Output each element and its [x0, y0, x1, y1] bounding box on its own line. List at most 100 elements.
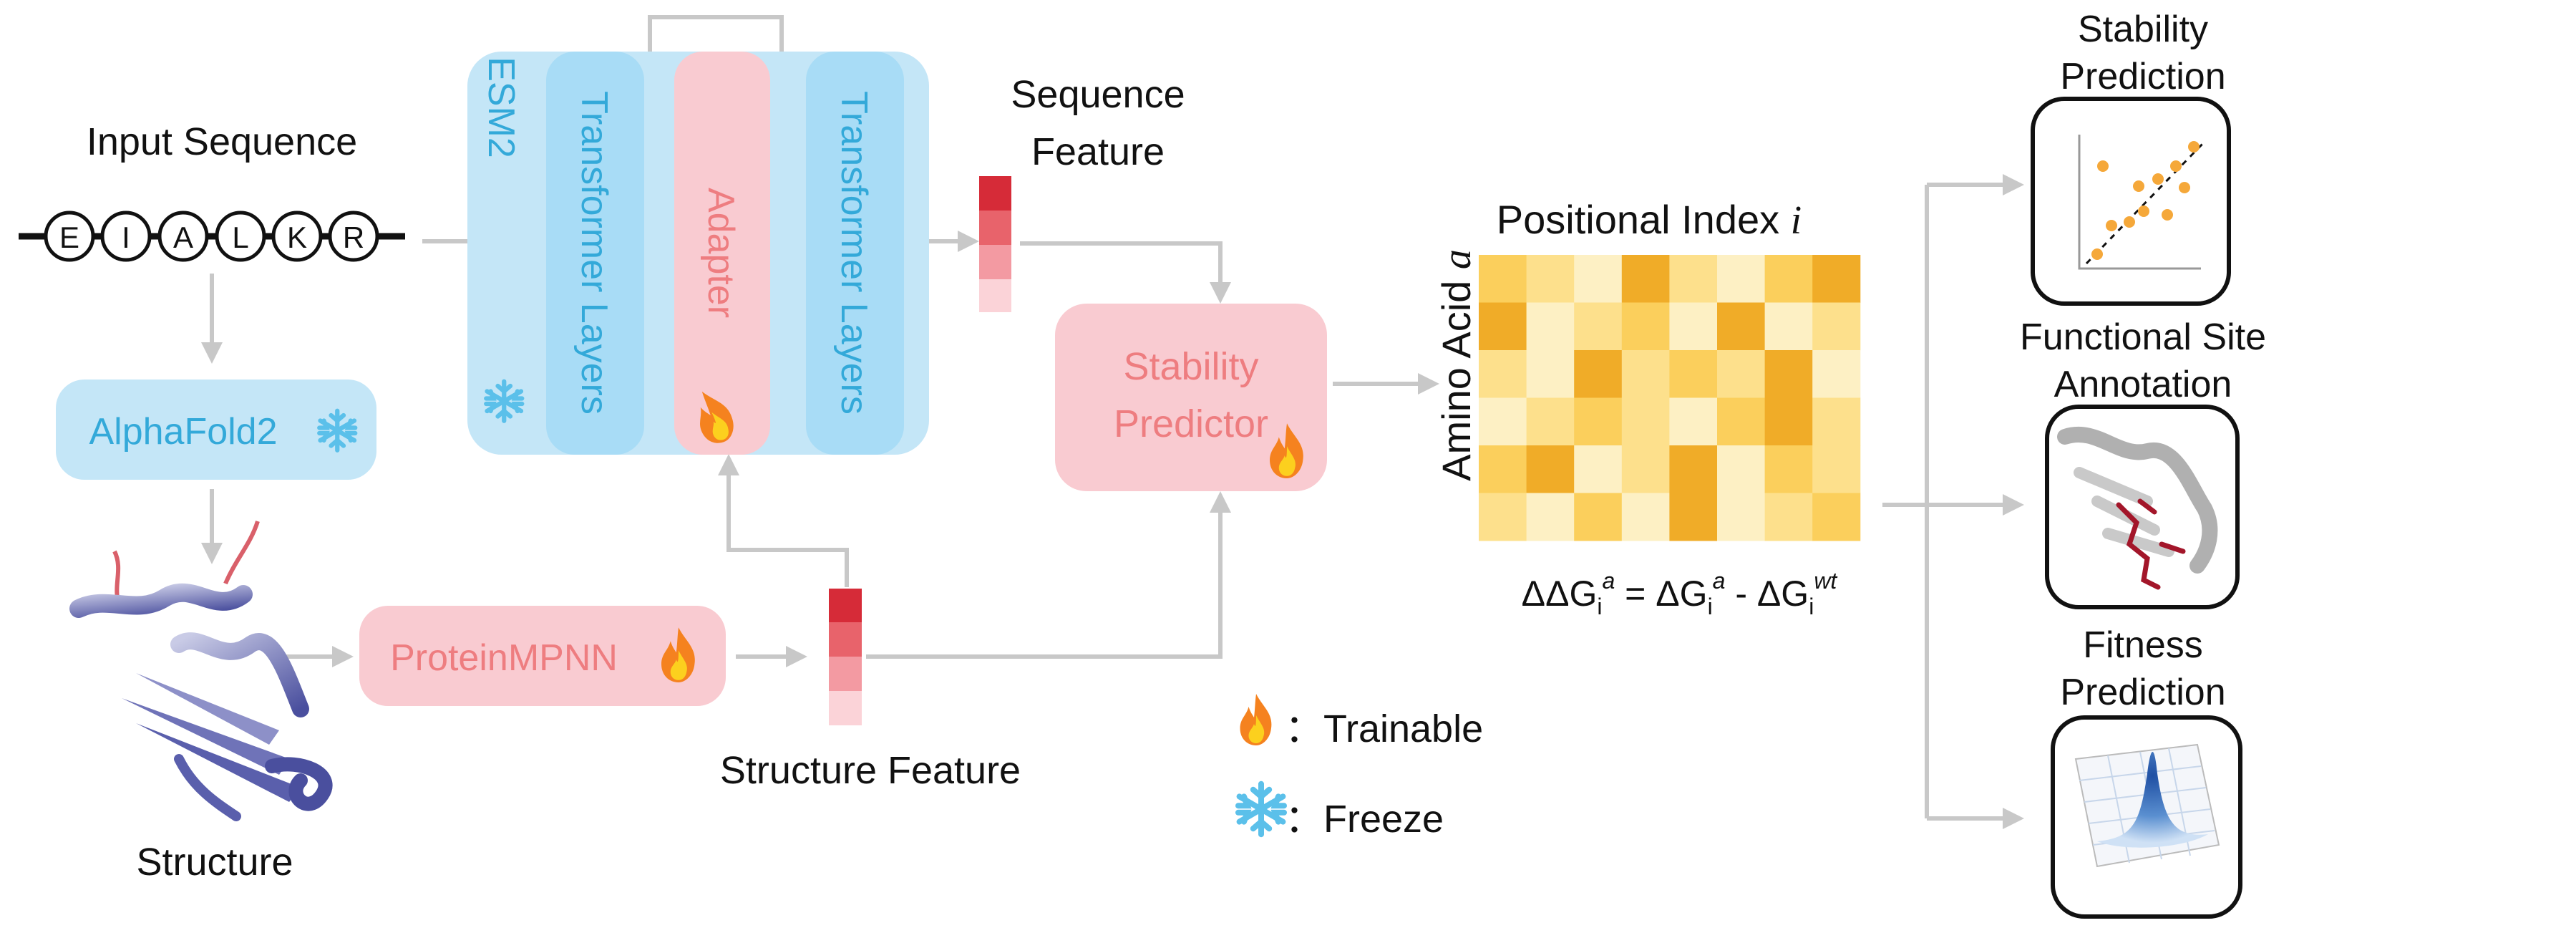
arrow-seqfeat-to-predictor: [1020, 241, 1231, 304]
heatmap-cell: [1574, 397, 1623, 446]
svg-text:A: A: [173, 221, 193, 254]
heatmap-cell: [1621, 255, 1670, 303]
sequence-feature-label-line1: Sequence: [1011, 73, 1185, 116]
heatmap-cell: [1669, 350, 1718, 398]
heatmap-cell: [1717, 445, 1766, 493]
heatmap-cell: [1812, 397, 1861, 446]
legend-flame-icon: [1240, 694, 1272, 745]
stability-predictor-block: Stability Predictor: [1055, 304, 1327, 491]
heatmap-cell: [1764, 493, 1813, 541]
heatmap-cell: [1621, 445, 1670, 493]
heatmap-cell: [1717, 302, 1766, 351]
residue-r: R: [328, 211, 379, 262]
heatmap-cell: [1526, 302, 1575, 351]
svg-text:L: L: [232, 221, 248, 254]
functional-site-panel: [2045, 405, 2240, 609]
adapter-block: [674, 52, 770, 455]
heatmap-cell: [1764, 302, 1813, 351]
residue-i: I: [100, 211, 152, 262]
arrow-structfeat-to-adapter: [718, 454, 849, 587]
protein-structure-image: [69, 521, 333, 821]
heatmap-cell: [1764, 397, 1813, 446]
structure-feature-label: Structure Feature: [720, 749, 1021, 792]
heatmap-cell: [1574, 302, 1623, 351]
input-sequence-title: Input Sequence: [87, 120, 357, 163]
heatmap-cell: [1526, 350, 1575, 398]
heatmap-ylabel: Amino Acid a: [1434, 249, 1479, 481]
alphafold2-label: AlphaFold2: [89, 411, 277, 453]
structure-label: Structure: [136, 841, 293, 884]
svg-text:I: I: [122, 221, 130, 254]
stability-prediction-title-line1: Stability: [2078, 9, 2208, 50]
heatmap-cells: [1479, 255, 1861, 541]
heatmap-cell: [1669, 445, 1718, 493]
proteinmpnn-label: ProteinMPNN: [390, 637, 618, 679]
heatmap-cell: [1479, 302, 1527, 351]
heatmap-cell: [1574, 445, 1623, 493]
heatmap-cell: [1574, 255, 1623, 303]
alphafold2-block: AlphaFold2: [56, 380, 376, 480]
heatmap-cell: [1812, 255, 1861, 303]
stability-predictor-line1: Stability: [1123, 345, 1258, 388]
heatmap-cell: [1717, 255, 1766, 303]
heatmap-cell: [1479, 350, 1527, 398]
legend-trainable-label: ：Trainable: [1285, 707, 1483, 750]
arrow-structfeat-to-predictor: [866, 491, 1231, 659]
transformer-layer-right: [806, 52, 904, 455]
fitness-prediction-title-line1: Fitness: [2083, 624, 2203, 666]
functional-site-title-line2: Annotation: [2054, 364, 2232, 405]
sequence-chain: E I A L K R: [19, 211, 405, 262]
transformer-layer-right-label: Transformer Layers: [833, 91, 875, 415]
heatmap-cell: [1574, 493, 1623, 541]
heatmap-title: Positional Index i: [1497, 197, 1802, 243]
esm2-label: ESM2: [480, 57, 522, 158]
positional-heatmap: Positional Index i Amino Acid a ΔΔGia = …: [1434, 197, 1861, 619]
heatmap-cell: [1764, 255, 1813, 303]
adapter-label: Adapter: [700, 188, 742, 318]
heatmap-cell: [1479, 255, 1527, 303]
heatmap-cell: [1526, 255, 1575, 303]
legend-snowflake-icon: [1238, 784, 1284, 834]
heatmap-cell: [1812, 445, 1861, 493]
svg-text:E: E: [59, 221, 79, 254]
stability-predictor-line2: Predictor: [1114, 402, 1268, 445]
residue-a: A: [157, 211, 209, 262]
fitness-prediction-title-line2: Prediction: [2060, 672, 2225, 713]
sequence-feature-bar: [979, 176, 1011, 312]
functional-site-title-line1: Functional Site: [2020, 316, 2266, 358]
heatmap-cell: [1621, 302, 1670, 351]
heatmap-cell: [1669, 302, 1718, 351]
heatmap-cell: [1479, 445, 1527, 493]
heatmap-cell: [1812, 302, 1861, 351]
stability-prediction-title-line2: Prediction: [2060, 56, 2225, 97]
heatmap-cell: [1669, 397, 1718, 446]
transformer-layer-left-label: Transformer Layers: [573, 91, 615, 415]
stability-prediction-panel: [2031, 97, 2231, 306]
legend-freeze-label: ：Freeze: [1285, 798, 1444, 841]
fitness-prediction-panel: [2051, 715, 2242, 919]
heatmap-cell: [1717, 397, 1766, 446]
heatmap-cell: [1812, 350, 1861, 398]
heatmap-cell: [1574, 350, 1623, 398]
heatmap-cell: [1621, 493, 1670, 541]
heatmap-cell: [1717, 493, 1766, 541]
heatmap-cell: [1764, 445, 1813, 493]
residue-l: L: [215, 211, 266, 262]
transformer-layer-left: [546, 52, 644, 455]
heatmap-cell: [1526, 397, 1575, 446]
esm2-block: ESM2 Transformer Layers Adapter Transfor…: [467, 52, 929, 455]
heatmap-cell: [1621, 350, 1670, 398]
heatmap-cell: [1621, 397, 1670, 446]
heatmap-cell: [1812, 493, 1861, 541]
heatmap-cell: [1669, 255, 1718, 303]
svg-text:R: R: [343, 221, 364, 254]
ddg-formula: ΔΔGia = ΔGia - ΔGiwt: [1522, 568, 1838, 619]
heatmap-cell: [1479, 493, 1527, 541]
heatmap-cell: [1479, 397, 1527, 446]
svg-text:K: K: [287, 221, 307, 254]
heatmap-cell: [1764, 350, 1813, 398]
heatmap-cell: [1717, 350, 1766, 398]
heatmap-cell: [1526, 445, 1575, 493]
sequence-feature-label-line2: Feature: [1031, 130, 1165, 173]
